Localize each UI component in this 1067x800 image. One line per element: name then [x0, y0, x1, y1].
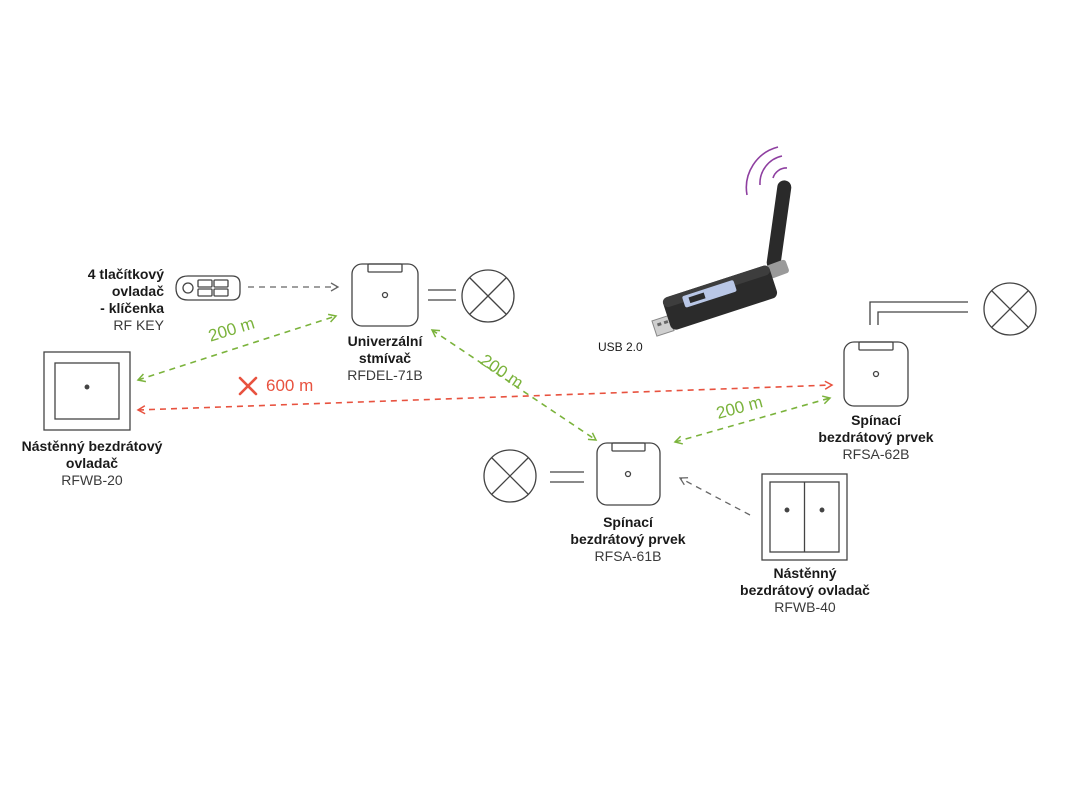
- rfsa-61b-module-icon: [596, 442, 661, 506]
- lamp-icon-2: [483, 449, 537, 503]
- rfwb20-label: Nástěnný bezdrátový ovladač RFWB-20: [6, 438, 178, 489]
- usb-label: USB 2.0: [598, 340, 643, 354]
- rfwb20-rfdel-range-arrow: [136, 313, 338, 383]
- rfsa61b-label: Spínací bezdrátový prvek RFSA-61B: [556, 514, 700, 565]
- rfkey-name-2: ovladač: [111, 283, 164, 299]
- rfwb20-model: RFWB-20: [61, 472, 123, 488]
- no-range-x-icon: [238, 376, 258, 396]
- rfsa61b-name-2: bezdrátový prvek: [570, 531, 686, 547]
- lamp-icon-3: [983, 282, 1037, 336]
- rfsa-62b-module-icon: [843, 341, 909, 407]
- lamp-icon-1: [461, 269, 515, 323]
- rfdel-model: RFDEL-71B: [347, 367, 423, 383]
- rfwb40-name-1: Nástěnný: [773, 565, 837, 581]
- rfwb20-rfsa62b-range-arrow: [136, 380, 834, 415]
- rfdel-71b-module-icon: [351, 263, 419, 327]
- rfsa-61b-connection-lines: [550, 471, 584, 483]
- rfsa62b-name-2: bezdrátový prvek: [818, 429, 934, 445]
- rfkey-label: 4 tlačítkový ovladač - klíčenka RF KEY: [40, 266, 164, 334]
- rf-key-fob-icon: [175, 275, 241, 301]
- rfsa62b-label: Spínací bezdrátový prvek RFSA-62B: [804, 412, 948, 463]
- rfwb20-name-1: Nástěnný bezdrátový: [21, 438, 163, 454]
- rfsa61b-model: RFSA-61B: [594, 548, 662, 564]
- rfkey-model: RF KEY: [113, 317, 164, 333]
- distance-rfwb20-rfsa62b: 600 m: [266, 376, 314, 395]
- usb-stick-icon: [651, 180, 792, 337]
- rfdel-label: Univerzální stmívač RFDEL-71B: [320, 333, 450, 384]
- rfsa61b-name-1: Spínací: [603, 514, 653, 530]
- rfdel-connection-lines: [428, 289, 456, 301]
- rfsa-62b-output-lines: [869, 301, 968, 325]
- rfwb20-name-2: ovladač: [65, 455, 119, 471]
- rfkey-name-1: 4 tlačítkový: [87, 266, 164, 282]
- rfsa62b-name-1: Spínací: [851, 412, 901, 428]
- radio-waves-icon: [745, 146, 788, 196]
- rfkey-name-3: - klíčenka: [100, 300, 164, 316]
- rfdel-name-2: stmívač: [358, 350, 412, 366]
- rfdel-name-1: Univerzální: [347, 333, 423, 349]
- rfwb40-model: RFWB-40: [774, 599, 836, 615]
- rfwb40-to-rfsa61b-arrow: [678, 477, 751, 516]
- rfwb40-name-2: bezdrátový ovladač: [740, 582, 870, 598]
- rfwb-40-switch-icon: [761, 473, 848, 561]
- rfsa62b-model: RFSA-62B: [842, 446, 910, 462]
- rfwb-20-switch-icon: [43, 351, 131, 431]
- rfwb40-label: Nástěnný bezdrátový ovladač RFWB-40: [724, 565, 886, 616]
